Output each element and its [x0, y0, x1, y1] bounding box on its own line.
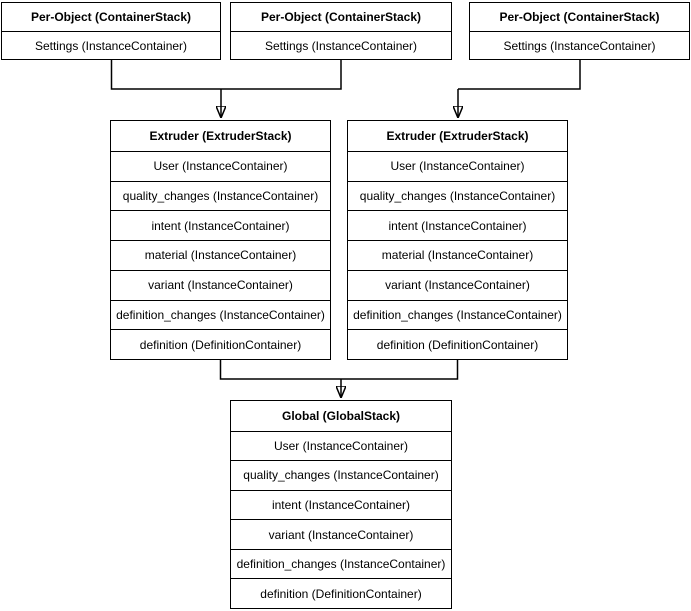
per-object-stack-box-1: Per-Object (ContainerStack) Settings (In… [1, 2, 221, 60]
box-title: Per-Object (ContainerStack) [260, 10, 422, 24]
box-title: Per-Object (ContainerStack) [30, 10, 192, 24]
container-row: quality_changes (InstanceContainer) [231, 460, 451, 490]
box-rows: User (InstanceContainer)quality_changes … [348, 150, 567, 359]
box-rows: Settings (InstanceContainer) [2, 31, 220, 59]
box-rows: User (InstanceContainer)quality_changes … [231, 430, 451, 608]
container-row: definition (DefinitionContainer) [111, 329, 330, 359]
container-row: variant (InstanceContainer) [111, 269, 330, 300]
connector-perobject-left-middle-join [110, 60, 342, 90]
connector-extruders-join [219, 360, 459, 380]
container-row: Settings (InstanceContainer) [470, 31, 689, 59]
container-row: variant (InstanceContainer) [231, 519, 451, 549]
box-title: Extruder (ExtruderStack) [149, 128, 292, 143]
container-row: material (InstanceContainer) [111, 240, 330, 270]
extruder-stack-box-left: Extruder (ExtruderStack) User (InstanceC… [110, 120, 331, 360]
container-row: quality_changes (InstanceContainer) [111, 180, 330, 211]
container-row: definition_changes (InstanceContainer) [111, 299, 330, 330]
box-title: Per-Object (ContainerStack) [499, 10, 660, 24]
container-row: User (InstanceContainer) [348, 150, 567, 181]
box-title: Extruder (ExtruderStack) [386, 128, 529, 143]
container-row: User (InstanceContainer) [231, 430, 451, 461]
container-row: intent (InstanceContainer) [231, 489, 451, 520]
container-row: intent (InstanceContainer) [348, 210, 567, 240]
container-row: variant (InstanceContainer) [348, 269, 567, 300]
connector-perobject-right [458, 60, 581, 90]
per-object-stack-box-2: Per-Object (ContainerStack) Settings (In… [230, 2, 452, 60]
box-rows: User (InstanceContainer)quality_changes … [111, 150, 330, 359]
container-row: quality_changes (InstanceContainer) [348, 180, 567, 211]
container-row: definition (DefinitionContainer) [348, 329, 567, 359]
per-object-stack-box-3: Per-Object (ContainerStack) Settings (In… [469, 2, 690, 60]
global-stack-box: Global (GlobalStack) User (InstanceConta… [230, 400, 452, 609]
container-row: intent (InstanceContainer) [111, 210, 330, 240]
container-row: Settings (InstanceContainer) [2, 31, 220, 59]
box-title: Global (GlobalStack) [281, 408, 401, 423]
container-row: User (InstanceContainer) [111, 150, 330, 181]
container-row: definition (DefinitionContainer) [231, 578, 451, 608]
container-row: material (InstanceContainer) [348, 240, 567, 270]
container-row: definition_changes (InstanceContainer) [348, 299, 567, 330]
extruder-stack-box-right: Extruder (ExtruderStack) User (InstanceC… [347, 120, 568, 360]
box-rows: Settings (InstanceContainer) [231, 31, 451, 59]
box-rows: Settings (InstanceContainer) [470, 31, 689, 59]
container-row: definition_changes (InstanceContainer) [231, 548, 451, 579]
container-row: Settings (InstanceContainer) [231, 31, 451, 59]
